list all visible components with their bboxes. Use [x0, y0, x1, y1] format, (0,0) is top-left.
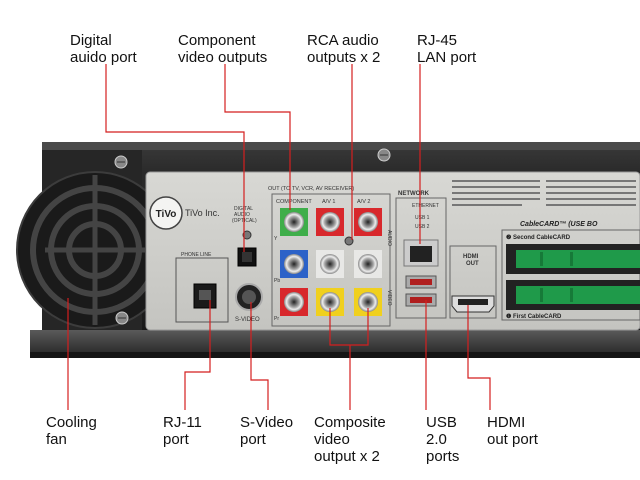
av2-header: A/V 2 [357, 199, 370, 205]
label-cooling-fan: Cooling fan [46, 414, 97, 448]
leader-component [224, 64, 291, 210]
leader-lines [67, 64, 491, 410]
component-header: COMPONENT [276, 199, 312, 205]
av2-audio-left-jack[interactable] [354, 250, 382, 278]
first-cablecard-label: ❶ First CableCARD [506, 313, 562, 320]
second-cablecard-label: ❷ Second CableCARD [506, 234, 571, 241]
patent-text [452, 180, 636, 206]
label-composite-video-output: Composite video output x 2 [314, 414, 386, 465]
leader-svideo [250, 302, 269, 410]
chassis-top-edge [42, 142, 640, 150]
label-rj11-port: RJ-11 port [163, 414, 202, 448]
usb-port-2-tongue [410, 297, 432, 303]
cooling-fan [16, 150, 174, 330]
tivo-logo: TiVo [149, 196, 183, 230]
av1-composite-video-jack[interactable] [316, 288, 344, 316]
chassis-bottom-edge [30, 330, 640, 352]
leader-digital-audio [105, 64, 245, 252]
pb-label: Pb [274, 278, 280, 284]
cablecard-section-box [501, 229, 640, 321]
svideo-text: S-VIDEO [235, 317, 260, 323]
network-section-box [395, 197, 447, 319]
label-svideo-port: S-Video port [240, 414, 294, 448]
phone-line-box [175, 257, 229, 323]
pr-label: Pr [274, 316, 279, 322]
network-header: NETWORK [398, 191, 430, 197]
hdmi-port-socket [458, 299, 488, 305]
out-header: OUT (TO TV, VCR, AV RECEIVER) [268, 186, 354, 192]
label-usb-ports: USB 2.0 ports [426, 414, 460, 465]
usb2-label: USB 2 [415, 224, 430, 230]
chassis-screw [114, 155, 128, 169]
leader-rj11 [184, 300, 211, 410]
label-rj45-lan-port: RJ-45 LAN port [417, 32, 477, 66]
component-pr-jack[interactable] [280, 288, 308, 316]
av2-audio-right-jack[interactable] [354, 208, 382, 236]
component-y-jack[interactable] [280, 208, 308, 236]
chassis-screw [115, 311, 129, 325]
leader-composite [329, 308, 369, 346]
y-label: Y [274, 236, 278, 242]
panel-screw [242, 230, 252, 240]
av1-header: A/V 1 [322, 199, 335, 205]
panel-screw [344, 236, 354, 246]
svg-text:TiVo: TiVo [156, 209, 177, 220]
ethernet-port-socket [410, 246, 432, 262]
cablecard-slot-1[interactable] [506, 280, 640, 310]
usb1-label: USB 1 [415, 215, 430, 221]
cablecard-slot-2[interactable] [506, 244, 640, 274]
leader-hdmi [467, 305, 491, 410]
hdmi-section-box [449, 245, 497, 319]
audio-side-label: AUDIO [386, 230, 392, 246]
phone-line-text: PHONE LINE [181, 252, 212, 258]
label-hdmi-out-port: HDMI out port [487, 414, 538, 448]
chassis-base [30, 352, 640, 358]
video-side-label: VIDEO [386, 290, 392, 306]
rj11-jack-contacts [199, 290, 211, 300]
usb-port-1-tongue [410, 279, 432, 285]
out-section-box [271, 193, 391, 327]
svideo-port-inner [242, 290, 256, 304]
optical-audio-port-shutter [242, 252, 252, 262]
brand-label: TiVo Inc. [185, 208, 220, 218]
label-digital-audio-port: Digital auido port [70, 32, 137, 66]
av1-audio-right-jack[interactable] [316, 208, 344, 236]
av1-audio-left-jack[interactable] [316, 250, 344, 278]
label-component-video-outputs: Component video outputs [178, 32, 268, 66]
cablecard-title: CableCARD™ (USE BO [520, 221, 598, 228]
component-pb-jack[interactable] [280, 250, 308, 278]
label-rca-audio-outputs: RCA audio outputs x 2 [307, 32, 381, 66]
ethernet-label: ETHERNET [412, 203, 439, 209]
chassis-screw [377, 148, 391, 162]
